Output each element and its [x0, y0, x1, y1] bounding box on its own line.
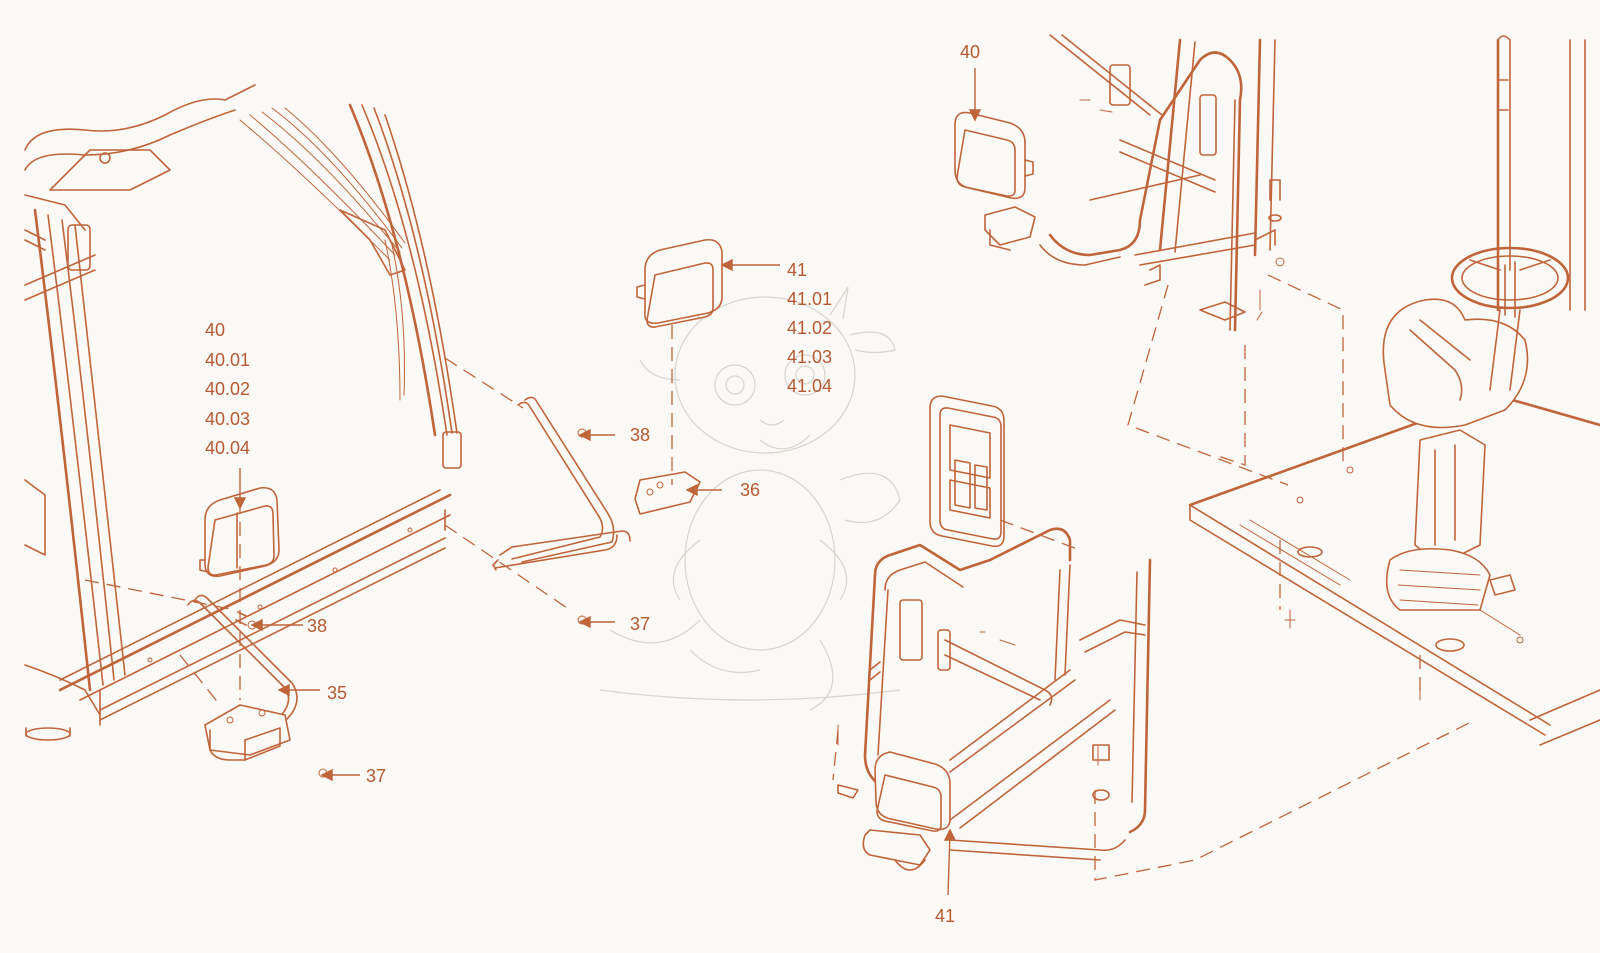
callout-41-bottom: 41: [935, 906, 955, 926]
cab-frame-left: [24, 84, 462, 741]
callout-41-04: 41.04: [787, 376, 832, 396]
operator-platform: [1188, 393, 1600, 746]
callout-40-01: 40.01: [205, 350, 250, 370]
callout-40-04: 40.04: [205, 438, 250, 458]
callout-38-center: 38: [630, 425, 650, 445]
callout-41-02: 41.02: [787, 318, 832, 338]
callout-40-03: 40.03: [205, 409, 250, 429]
assembly-guide-lines: [84, 274, 1476, 881]
callout-41-center: 41: [787, 260, 807, 280]
handrail-frame-center: [837, 527, 1152, 861]
mirror-arm-36: [492, 396, 701, 571]
mirror-arm-35: [187, 594, 298, 761]
work-lamp-41-center: [636, 238, 723, 328]
callout-38-left: 38: [307, 616, 327, 636]
right-upright: [1496, 35, 1586, 312]
baby-dragon-icon: [599, 286, 901, 711]
callout-41-01: 41.01: [787, 289, 832, 309]
work-lamp-40-top: [954, 111, 1036, 251]
callout-37-center: 37: [630, 614, 650, 634]
work-lamp-41-bottom: [862, 751, 951, 871]
callout-leaders: [233, 68, 982, 896]
callout-41-03: 41.03: [787, 347, 832, 367]
rear-view-mirror: [929, 395, 1005, 548]
callout-37-bottom: 37: [366, 766, 386, 786]
callout-40-top: 40: [960, 42, 980, 62]
callout-35: 35: [327, 683, 347, 703]
callout-40-02: 40.02: [205, 379, 250, 399]
operator-seat: [1382, 298, 1529, 611]
handrail-frame-top: [1039, 34, 1285, 332]
work-lamp-40-left: [199, 486, 280, 578]
callout-40-left: 40: [205, 320, 225, 340]
callout-36: 36: [740, 480, 760, 500]
callout-labels: 40 40 40.01 40.02 40.03 40.04 41 41.01 4…: [205, 42, 980, 926]
